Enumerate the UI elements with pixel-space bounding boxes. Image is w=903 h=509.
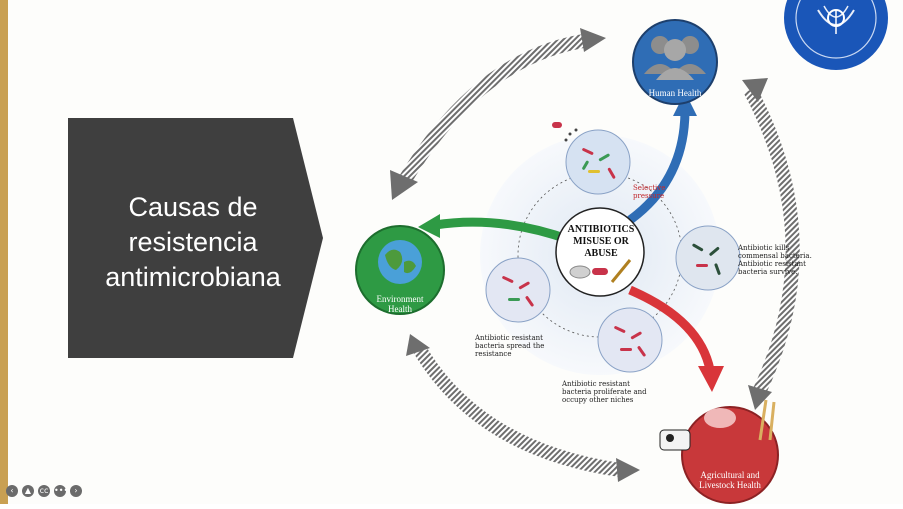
gray-arrowhead-agri-left [616, 458, 640, 482]
slide-title: Causas de resistencia antimicrobiana [78, 190, 308, 295]
spread-line-3: resistance [475, 350, 512, 358]
petri-proliferate [597, 307, 663, 373]
slide-title-line-2: resistencia [128, 227, 258, 257]
back-icon[interactable]: ‹ [6, 485, 18, 497]
forward-icon[interactable]: › [70, 485, 82, 497]
gray-arrow-right [743, 86, 800, 393]
gray-arrow-top [398, 33, 591, 184]
environment-health-label: Environment Health [360, 294, 440, 314]
slide-title-line-3: antimicrobiana [105, 262, 281, 292]
gray-arrowhead-env-bottom [406, 334, 430, 356]
green-arrowhead [418, 214, 440, 238]
title-panel: Causas de resistencia antimicrobiana [68, 118, 323, 358]
gray-arrow-bottom [413, 346, 621, 477]
gray-arrowhead-human-left [580, 28, 606, 52]
prolif-line-2: bacteria proliferate and [562, 388, 647, 396]
captions-icon[interactable]: cc [38, 485, 50, 497]
gray-arrowhead-agri-top [748, 385, 772, 410]
diagram-graphic [355, 19, 800, 504]
amr-cycle-diagram: Human Health Environment Health Agricult… [330, 0, 903, 504]
slide-title-line-1: Causas de [128, 192, 258, 222]
agri-label-line-2: Livestock Health [699, 480, 761, 490]
prolif-line-3: occupy other niches [562, 396, 634, 404]
selective-line-1: Selective [633, 184, 666, 192]
proliferate-label: Antibiotic resistant bacteria proliferat… [562, 380, 647, 404]
blue-arrow [627, 109, 690, 224]
gray-arrowhead-human-right [742, 78, 768, 102]
prolif-line-1: Antibiotic resistant [562, 380, 630, 388]
agricultural-health-node [659, 399, 779, 504]
center-label-line-1: ANTIBIOTICS [567, 224, 635, 235]
environment-health-node [355, 225, 445, 315]
blue-arrowhead [673, 92, 697, 116]
spread-line-2: bacteria spread the [475, 342, 545, 350]
kills-line-3: Antibiotic resistant [738, 260, 806, 268]
agri-label-line-1: Agricultural and [700, 470, 760, 480]
kills-line-4: bacteria survive. [738, 268, 798, 276]
petri-spread [485, 257, 551, 323]
commensal-label: Antibiotic kills commensal bacteria. Ant… [738, 244, 812, 276]
kills-line-2: commensal bacteria. [738, 252, 812, 260]
spread-line-1: Antibiotic resistant [475, 334, 543, 342]
center-label: ANTIBIOTICS MISUSE OR ABUSE [558, 224, 644, 260]
selective-pressure-label: Selective pressure [633, 184, 665, 200]
agricultural-health-label: Agricultural and Livestock Health [680, 470, 780, 490]
environment-label-line-1: Environment [376, 294, 424, 304]
kills-line-1: Antibiotic kills [738, 244, 790, 252]
human-health-node [632, 19, 718, 105]
environment-label-line-2: Health [388, 304, 412, 314]
petri-commensal [675, 225, 741, 291]
human-health-label: Human Health [648, 88, 702, 98]
shape-icon[interactable]: ▲ [22, 485, 34, 497]
more-icon[interactable]: ••• [54, 485, 69, 497]
red-arrowhead [698, 366, 724, 392]
spread-label: Antibiotic resistant bacteria spread the… [475, 334, 544, 358]
gray-arrowhead-env-top [390, 170, 418, 200]
selective-line-2: pressure [633, 192, 665, 200]
petri-selective [565, 129, 631, 195]
presentation-toolbar: ‹ ▲ cc ••• › [6, 485, 82, 499]
center-label-line-2: MISUSE OR ABUSE [573, 236, 629, 259]
slide-accent-bar [0, 0, 8, 504]
red-arrow [628, 285, 715, 372]
green-arrow [434, 217, 572, 245]
institution-logo [778, 0, 896, 70]
pills-icon [552, 122, 578, 142]
